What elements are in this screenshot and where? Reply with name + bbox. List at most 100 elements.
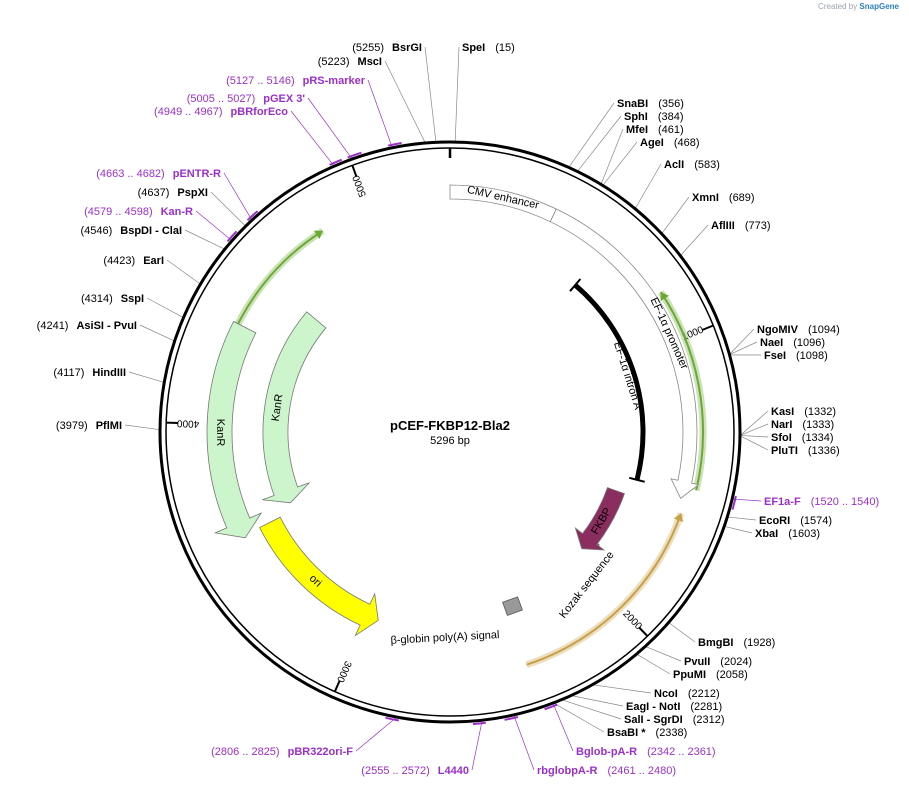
site-eagi-noti-position: (2281) [690,701,722,713]
site-spei-position: (15) [495,42,515,54]
orf-arc [659,291,704,491]
site-pentr-r-label: (4663 .. 4682)pENTR-R [96,168,221,180]
site-rbglobpa-r-position: (2461 .. 2480) [607,765,676,777]
b-globin-poly-a-signal-label: β-globin poly(A) signal [390,629,500,647]
site-fsei-position: (1098) [796,350,828,362]
orf-arc [526,513,682,666]
site-msci-label: (5223) MscI [318,56,382,68]
site-ncoi-position: (2212) [688,688,720,700]
site-msci-position: (5223) [318,56,350,68]
site-mfei-name: MfeI [626,124,648,136]
orf-arcs [208,228,707,669]
site-bsrgi-label: (5255)BsrGI [352,42,422,54]
site-asisi-pvui-position: (4241) [37,320,69,332]
site-sfoi-name: SfoI [771,432,792,444]
kanr-label: KanR [214,419,226,447]
site-ef1a-f-position: (1520 .. 1540) [811,496,880,508]
site-pbr322ori-f-position: (2806 .. 2825) [211,746,280,758]
site-l4440-leader [471,721,483,771]
site-pbrforeco-name: pBRforEco [231,106,289,118]
site-pbrforeco-binding-site [329,158,343,166]
site-bmgbi-leader [669,622,696,643]
site-eagi-noti-name: EagI - NotI [626,701,680,713]
site-ppumi-leader [637,654,671,675]
site-agei-position: (468) [674,137,700,149]
site-prs-marker-position: (5127 .. 5146) [226,75,295,87]
site-agei-leader [603,141,638,185]
site-prs-marker-binding-site [387,142,402,147]
tick-label: 5000 [351,173,369,198]
site-pvuii-position: (2024) [720,656,752,668]
tick-mark [333,680,341,692]
site-fsei-name: FseI [764,350,786,362]
site-pbrforeco-label: (4949 .. 4967) pBRforEco [154,106,288,118]
site-pspxi-position: (4637) [138,187,170,199]
site-pentr-r-position: (4663 .. 4682) [96,168,165,180]
site-msci-name: MscI [358,56,382,68]
tick-label: 4000 [176,417,199,429]
site-kasi-position: (1332) [804,406,836,418]
ef-1a-intron-a-cap [569,278,582,292]
plasmid-size: 5296 bp [430,435,470,447]
site-ecori-position: (1574) [800,515,832,527]
site-kasi-label: KasI (1332) [771,406,836,418]
site-bmgbi-name: BmgBI [698,637,733,649]
site-pbrforeco-position: (4949 .. 4967) [154,106,223,118]
site-spei-label: SpeI(15) [462,42,515,54]
site-sfoi-label: SfoI(1334) [771,432,834,444]
plasmid-name: pCEF-FKBP12-Bla2 [390,418,510,433]
credit-prefix: Created by [818,2,858,11]
site-pspxi-leader [210,191,246,226]
site-ncoi-name: NcoI [654,688,678,700]
site-acli-leader [635,163,662,209]
site-ngomiv-name: NgoMIV [757,324,799,336]
site-pvuii-leader [646,646,682,662]
kozak-sequence-label: Kozak sequence [557,549,617,620]
site-xbai-name: XbaI [755,528,778,540]
site-kasi-leader [740,410,769,436]
site-nari-leader [740,423,769,436]
site-afliii-leader [680,224,709,256]
site-sfoi-leader [740,435,769,438]
site-ppumi-name: PpuMI [673,669,706,681]
site-kan-r-name: Kan-R [161,206,193,218]
site-sali-sgrdi-position: (2312) [693,714,725,726]
tick-label: 3000 [334,659,353,684]
site-afliii-name: AflIII [711,220,735,232]
site-sphi-name: SphI [624,111,648,123]
site-sali-sgrdi-name: SalI - SgrDI [624,714,683,726]
site-pspxi-label: (4637) PspXI [138,187,208,199]
site-pbr322ori-f-binding-site [385,716,399,722]
map-center-title: pCEF-FKBP12-Bla2 5296 bp [390,418,510,447]
site-pluti-label: PluTI(1336) [771,445,840,457]
site-pgex-3-binding-site [347,151,362,159]
site-xmni-name: XmnI [692,192,719,204]
site-sspi-name: SspI [121,293,144,305]
site-ef1a-f-binding-site [731,495,737,510]
site-prs-marker-label: (5127 .. 5146)pRS-marker [226,75,366,87]
site-acli-position: (583) [694,159,720,171]
site-bsabi-leader [554,703,605,733]
tick-mark [638,626,649,637]
site-kasi-name: KasI [771,406,794,418]
site-pluti-leader [740,435,769,451]
site-hindiii-label: (4117)HindIII [53,367,126,379]
ef-1a-promoter-feature [549,208,700,499]
site-pbr322ori-f-name: pBR322ori-F [288,746,354,758]
site-bmgbi-position: (1928) [743,637,775,649]
site-pspxi-name: PspXI [177,187,208,199]
site-xbai-leader [725,526,753,534]
site-naei-label: NaeI(1096) [760,337,825,349]
site-mfei-leader [601,128,624,184]
site-bsrgi-leader [424,46,437,142]
orf-arrowhead [660,292,670,302]
site-mfei-label: MfeI(461) [626,124,684,136]
site-ppumi-position: (2058) [716,669,748,681]
site-ncoi-label: NcoI (2212) [654,688,720,700]
site-sphi-label: SphI(384) [624,111,684,123]
site-afliii-position: (773) [745,220,771,232]
site-rbglobpa-r-leader [513,715,535,771]
snapgene-logo: SnapGene [859,2,899,11]
site-acli-name: AclI [664,159,684,171]
orf-arrowhead [313,230,323,239]
